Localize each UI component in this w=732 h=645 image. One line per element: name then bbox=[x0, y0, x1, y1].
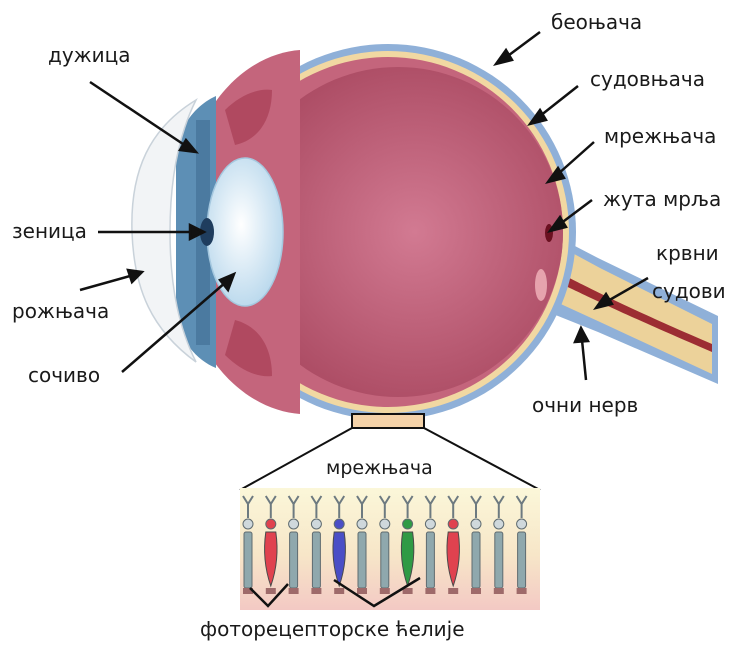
arrow-iris bbox=[90, 82, 186, 146]
rod-cell bbox=[381, 532, 389, 588]
cell-base bbox=[448, 588, 458, 594]
label-lens: сочиво bbox=[28, 363, 100, 387]
cell-nucleus bbox=[425, 519, 435, 529]
eye-ball bbox=[132, 44, 718, 428]
label-macula: жута мрља bbox=[603, 187, 721, 211]
cell-nucleus bbox=[403, 519, 413, 529]
label-retina-detail: мрежњача bbox=[326, 457, 433, 479]
rod-cell bbox=[358, 532, 366, 588]
label-iris: дужица bbox=[48, 43, 131, 67]
cell-base bbox=[334, 588, 344, 594]
cell-nucleus bbox=[471, 519, 481, 529]
rod-cell bbox=[472, 532, 480, 588]
cell-base bbox=[289, 588, 299, 594]
cell-nucleus bbox=[266, 519, 276, 529]
rod-cell bbox=[244, 532, 252, 588]
retina-sample-box bbox=[352, 414, 424, 428]
label-optic-nerve: очни нерв bbox=[532, 393, 638, 417]
label-vessels-2: судови bbox=[652, 279, 726, 303]
cell-nucleus bbox=[289, 519, 299, 529]
cell-nucleus bbox=[357, 519, 367, 529]
lens bbox=[207, 158, 283, 306]
label-choroid: судовњача bbox=[590, 67, 705, 91]
rod-cell bbox=[312, 532, 320, 588]
cell-nucleus bbox=[380, 519, 390, 529]
cell-base bbox=[380, 588, 390, 594]
label-sclera: беоњача bbox=[551, 10, 642, 34]
cell-base bbox=[357, 588, 367, 594]
arrow-retina bbox=[558, 142, 594, 174]
optic-disc bbox=[535, 269, 547, 301]
retina-detail bbox=[240, 488, 540, 610]
arrow-optic-nerve bbox=[582, 340, 586, 380]
cell-nucleus bbox=[311, 519, 321, 529]
cell-base bbox=[517, 588, 527, 594]
cell-nucleus bbox=[517, 519, 527, 529]
label-pupil: зеница bbox=[12, 219, 87, 243]
arrowhead-optic-nerve bbox=[575, 328, 588, 342]
zoom-line-right bbox=[424, 428, 540, 490]
cell-nucleus bbox=[448, 519, 458, 529]
cell-nucleus bbox=[494, 519, 504, 529]
label-retina: мрежњача bbox=[604, 124, 716, 148]
cell-nucleus bbox=[334, 519, 344, 529]
arrow-choroid bbox=[540, 86, 578, 116]
cell-base bbox=[471, 588, 481, 594]
arrow-sclera bbox=[505, 32, 540, 58]
cell-base bbox=[311, 588, 321, 594]
cell-nucleus bbox=[243, 519, 253, 529]
arrow-cornea bbox=[80, 276, 130, 290]
cell-base bbox=[266, 588, 276, 594]
label-cornea: рожњача bbox=[12, 299, 109, 323]
label-photoreceptors: фоторецепторске ћелије bbox=[200, 617, 465, 641]
arrowhead-sclera bbox=[496, 50, 512, 64]
cell-base bbox=[425, 588, 435, 594]
rod-cell bbox=[426, 532, 434, 588]
cell-base bbox=[494, 588, 504, 594]
rod-cell bbox=[290, 532, 298, 588]
label-vessels-1: крвни bbox=[656, 241, 719, 265]
rod-cell bbox=[518, 532, 526, 588]
rod-cell bbox=[495, 532, 503, 588]
